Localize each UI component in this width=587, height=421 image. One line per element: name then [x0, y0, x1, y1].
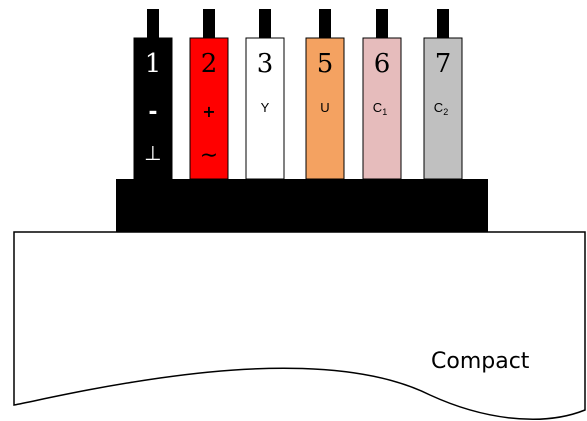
terminal-1-body [133, 37, 173, 180]
terminal-2-symbol: + [202, 102, 215, 121]
terminal-2-number: 2 [201, 49, 218, 79]
terminal-7-symbol-main: C [434, 100, 443, 115]
terminal-7-symbol-sub: 2 [443, 107, 448, 117]
terminal-1-number: 1 [145, 49, 162, 79]
terminal-7-number: 7 [435, 49, 452, 79]
terminal-base [116, 179, 488, 232]
terminal-6[interactable]: 6 C1 [362, 9, 402, 180]
device-label: Compact [431, 349, 530, 374]
terminal-2-ac-symbol: ∼ [200, 143, 218, 168]
terminal-6-symbol-main: C [373, 100, 382, 115]
terminal-7-symbol: C2 [434, 100, 448, 117]
terminal-7-pin [437, 9, 449, 39]
terminal-7-body [423, 37, 463, 180]
device-body [13, 231, 586, 420]
terminal-5[interactable]: 5 U [305, 9, 345, 180]
terminal-2-body [189, 37, 229, 180]
terminal-2-pin [203, 9, 215, 39]
terminal-3[interactable]: 3 Y [245, 9, 285, 180]
terminal-6-symbol: C1 [373, 100, 387, 117]
terminal-7[interactable]: 7 C2 [423, 9, 463, 180]
terminal-6-pin [376, 9, 388, 39]
terminal-6-number: 6 [374, 49, 391, 79]
terminal-6-symbol-sub: 1 [382, 107, 387, 117]
terminal-2[interactable]: 2 + ∼ [189, 9, 229, 180]
terminal-3-body [245, 37, 285, 180]
terminal-3-number: 3 [257, 49, 274, 79]
terminal-1[interactable]: 1 - ⊥ [133, 9, 173, 180]
terminal-5-number: 5 [317, 49, 334, 79]
terminal-1-pin [147, 9, 159, 39]
terminal-5-pin [319, 9, 331, 39]
terminal-1-symbol: - [148, 100, 157, 125]
terminal-5-symbol: U [320, 100, 329, 115]
terminal-5-body [305, 37, 345, 180]
terminal-3-pin [259, 9, 271, 39]
terminal-6-body [362, 37, 402, 180]
terminal-1-ground-symbol: ⊥ [144, 141, 161, 165]
terminal-3-symbol: Y [261, 100, 270, 115]
